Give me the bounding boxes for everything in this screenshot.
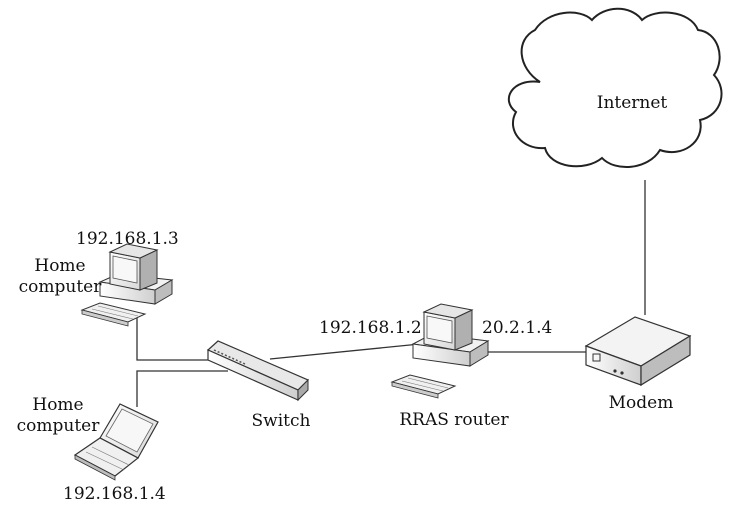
desktop-computer-icon xyxy=(80,243,174,327)
laptop-name-label: Home computer xyxy=(13,395,103,437)
desktop-ip-label: 192.168.1.3 xyxy=(76,229,179,249)
internet-cloud-icon xyxy=(507,7,723,169)
switch-icon xyxy=(206,340,310,402)
desktop-name-line1: Home xyxy=(34,256,86,276)
laptop-icon xyxy=(73,403,159,481)
router-external-ip-label: 20.2.1.4 xyxy=(482,318,553,338)
link-desktop-to-switch xyxy=(136,318,215,361)
modem-icon xyxy=(584,316,692,387)
desktop-name-line2: computer xyxy=(18,277,102,297)
desktop-name-label: Home computer xyxy=(15,256,105,298)
laptop-name-line2: computer xyxy=(16,416,100,436)
laptop-ip-label: 192.168.1.4 xyxy=(63,484,166,504)
modem-label: Modem xyxy=(608,393,674,413)
laptop-name-line1: Home xyxy=(32,395,84,415)
router-label: RRAS router xyxy=(399,410,509,430)
connections xyxy=(136,180,646,407)
internet-label: Internet xyxy=(596,93,668,113)
switch-label: Switch xyxy=(251,411,311,431)
link-switch-to-router xyxy=(269,343,421,360)
link-laptop-to-switch xyxy=(136,370,228,407)
rras-router-computer-icon xyxy=(390,303,490,399)
router-internal-ip-label: 192.168.1.2 xyxy=(319,318,422,338)
